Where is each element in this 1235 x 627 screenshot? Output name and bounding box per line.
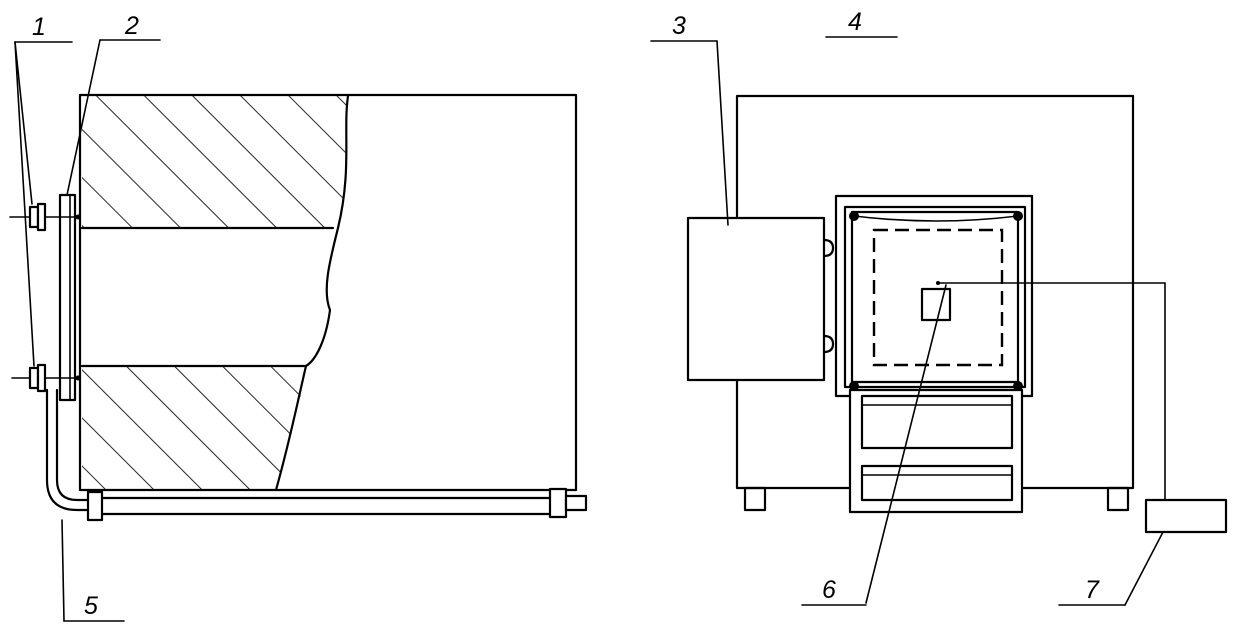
sample <box>920 287 952 322</box>
pipe <box>45 388 90 512</box>
leaders-left <box>14 39 161 622</box>
section-break-line <box>274 94 350 492</box>
furnace-body-side <box>78 93 578 492</box>
callout-5: 5 <box>84 592 98 620</box>
door <box>848 388 1024 514</box>
thermocouple-fittings <box>9 202 81 393</box>
callout-1: 1 <box>32 13 46 41</box>
furnace-body-front <box>735 94 1135 490</box>
sensor-wire <box>937 282 1166 501</box>
callout-6: 6 <box>822 576 836 604</box>
side-section-view: 1 2 5 <box>9 12 588 622</box>
callout-3: 3 <box>672 12 686 40</box>
door-plate <box>58 193 77 402</box>
control-box <box>686 216 826 382</box>
callout-7: 7 <box>1085 576 1100 604</box>
measuring-device <box>1144 498 1228 534</box>
callout-4: 4 <box>848 8 862 36</box>
callout-2: 2 <box>124 12 139 40</box>
leaders-right <box>650 36 1164 606</box>
insulation-hatching <box>82 96 348 490</box>
front-view: 3 4 6 7 <box>650 8 1228 606</box>
